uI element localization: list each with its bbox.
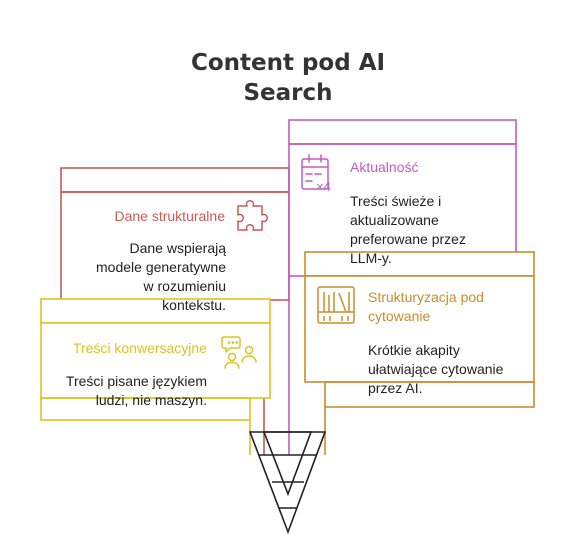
aktualnosc-description: Treści świeże i aktualizowane preferowan… [350,193,466,266]
dane-line-3: w rozumieniu [143,278,226,294]
konwersacyjne-title: Treści konwersacyjne [73,340,207,356]
strukturyzacja-header-band [304,251,535,277]
library-icon [317,286,355,324]
aktualnosc-title: Aktualność [350,159,418,175]
aktualnosc-line-1: Treści świeże i [350,193,441,209]
dane-description: Dane wspierają modele generatywne w rozu… [96,240,226,313]
diagram-title-line2: Search [243,80,332,106]
strukturyzacja-title-line-1: Strukturyzacja pod [368,289,484,305]
calendar-x4-icon [301,154,329,190]
aktualnosc-line-3: preferowane przez [350,231,466,247]
aktualnosc-line-2: aktualizowane [350,212,439,228]
puzzle-icon [237,199,269,231]
konwersacyjne-line-1: Treści pisane językiem [66,373,207,389]
dane-header-band [60,167,290,193]
aktualnosc-header-band [288,119,517,145]
konwersacyjne-line-2: ludzi, nie maszyn. [96,392,207,408]
dane-title: Dane strukturalne [114,208,225,224]
strukturyzacja-card-box [304,275,535,383]
strukturyzacja-line-3: przez AI. [368,380,422,396]
card-tresci-konwersacyjne [40,298,271,455]
konwersacyjne-header-band [40,298,271,324]
strukturyzacja-line-1: Krótkie akapity [368,342,460,358]
calendar-multiplier-glyph: ×4 [316,179,331,194]
strukturyzacja-description: Krótkie akapity ułatwiające cytowanie pr… [368,342,504,396]
strukturyzacja-line-2: ułatwiające cytowanie [368,361,504,377]
card-strukturyzacja [304,251,535,455]
dane-line-1: Dane wspierają [130,240,227,256]
strukturyzacja-bottom-band [324,381,535,408]
konwersacyjne-bottom-band [40,397,251,421]
konwersacyjne-description: Treści pisane językiem ludzi, nie maszyn… [66,373,207,408]
funnel-inner [262,431,313,497]
strukturyzacja-title-line-2: cytowanie [368,308,430,324]
dane-line-2: modele generatywne [96,259,226,275]
diagram-title-line1: Content pod AI [191,50,385,76]
funnel [248,431,327,535]
strukturyzacja-title: Strukturyzacja pod cytowanie [368,289,484,324]
dane-line-4: kontekstu. [162,297,226,313]
chat-people-icon [221,336,257,369]
aktualnosc-line-4: LLM-y. [350,250,392,266]
